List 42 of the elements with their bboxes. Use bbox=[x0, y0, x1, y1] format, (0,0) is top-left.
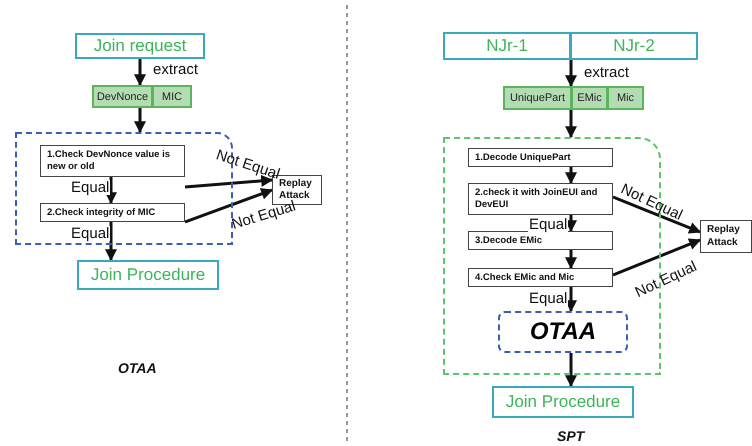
arrow bbox=[565, 353, 577, 388]
edge-label: Equal bbox=[528, 291, 568, 306]
field-box: Mic bbox=[607, 86, 644, 110]
arrow bbox=[565, 250, 577, 270]
step-box: 1.Check DevNonce value is new or old bbox=[40, 145, 185, 177]
result-box: Replay Attack bbox=[700, 220, 752, 253]
arrow bbox=[105, 177, 117, 204]
arrow bbox=[565, 287, 577, 312]
edge-label: extract bbox=[583, 65, 630, 80]
field-box: EMic bbox=[571, 86, 608, 110]
field-box: DevNonce bbox=[92, 85, 153, 108]
step-box: 3.Decode EMic bbox=[468, 231, 613, 250]
step-box: 2.Check integrity of MIC bbox=[40, 203, 185, 222]
process-box: Join request bbox=[75, 33, 205, 59]
process-box: OTAA bbox=[498, 311, 628, 353]
diagram-caption: SPT bbox=[557, 428, 584, 444]
edge-label: Equal bbox=[70, 226, 110, 241]
arrow bbox=[565, 60, 577, 88]
edge-label: extract bbox=[152, 62, 200, 77]
arrow bbox=[184, 188, 274, 224]
arrow bbox=[184, 174, 274, 188]
step-box: 1.Decode UniquePart bbox=[468, 148, 613, 167]
diagram-caption: OTAA bbox=[118, 360, 157, 376]
process-box: Join Procedure bbox=[492, 386, 634, 418]
process-box: NJr-1 bbox=[443, 32, 571, 60]
step-box: 2.check it with JoinEUI and DevEUI bbox=[468, 183, 613, 215]
arrow bbox=[612, 196, 702, 234]
step-box: 4.Check EMic and Mic bbox=[468, 268, 613, 287]
process-box: NJr-2 bbox=[570, 32, 698, 60]
arrow bbox=[134, 108, 146, 134]
arrow bbox=[612, 238, 702, 276]
arrow bbox=[105, 222, 117, 262]
edge-label: Equal bbox=[528, 217, 568, 232]
arrow bbox=[565, 110, 577, 138]
arrow bbox=[134, 59, 146, 86]
field-box: UniquePart bbox=[503, 86, 572, 110]
edge-label: Equal bbox=[70, 180, 110, 195]
field-box: MIC bbox=[152, 85, 192, 108]
edge-label: Not Equal bbox=[632, 258, 700, 301]
arrow bbox=[565, 167, 577, 184]
process-box: Join Procedure bbox=[77, 260, 219, 290]
edge-label: Not Equal bbox=[618, 181, 686, 224]
